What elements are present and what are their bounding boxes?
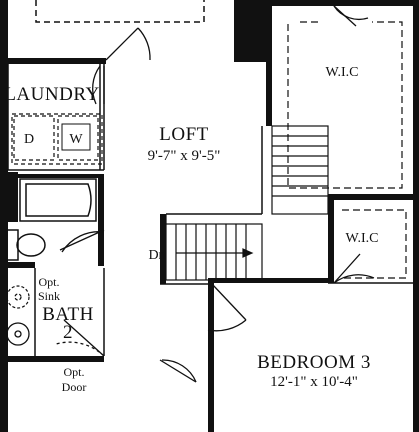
washer-label: W — [69, 132, 83, 147]
closet-outlines — [287, 21, 407, 279]
dryer-label: D — [24, 132, 34, 147]
loft-dims: 9'-7" x 9'-5" — [148, 148, 221, 164]
thin-walls — [7, 0, 413, 356]
bedroom3-dims: 12'-1" x 10'-4" — [270, 374, 358, 390]
laundry-appliances — [11, 113, 103, 165]
bath2-number: 2 — [63, 322, 73, 343]
bathtub — [19, 178, 97, 222]
opt-door-label-2: Door — [62, 380, 87, 394]
labels: LAUNDRY D W LOFT 9'-7" x 9'-5" W.I.C W.I… — [4, 65, 378, 394]
sink — [6, 322, 30, 346]
stairs-down-label: Dn — [148, 248, 165, 263]
laundry-appliance-boxes — [61, 123, 91, 151]
doors — [55, 5, 375, 383]
stairs-lower — [165, 214, 263, 281]
bath2-label: BATH — [42, 304, 94, 325]
stairs-arrow — [176, 248, 254, 258]
laundry-label: LAUNDRY — [4, 84, 99, 105]
wic-top-label: W.I.C — [326, 65, 359, 80]
opt-door-label-1: Opt. — [64, 365, 85, 379]
toilet — [5, 229, 46, 261]
opt-sink-label-2: Sink — [38, 289, 60, 303]
wic-mid-label: W.I.C — [346, 231, 379, 246]
opt-sink-label-1: Opt. — [39, 275, 60, 289]
opt-sink — [6, 285, 30, 309]
stairs-upper — [271, 125, 329, 215]
loft-label: LOFT — [159, 124, 209, 145]
bedroom3-label: BEDROOM 3 — [257, 352, 371, 373]
